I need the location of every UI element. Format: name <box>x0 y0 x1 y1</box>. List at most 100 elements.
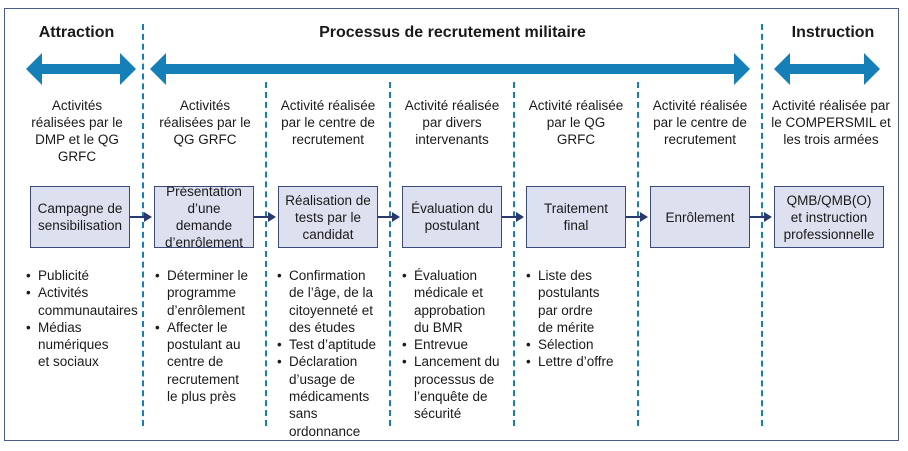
column-separator-2 <box>389 82 391 426</box>
list-item: Test d’aptitude <box>277 336 389 354</box>
step-line: Traitement <box>543 201 609 216</box>
bullet-line: sécurité <box>414 406 462 422</box>
connector-arrow-icon <box>502 212 524 222</box>
bullet-line: postulants <box>538 285 600 301</box>
bullet-line: Déclaration <box>289 354 358 370</box>
bullet-line: citoyenneté et <box>289 302 374 318</box>
actor-line: les trois armées <box>783 132 879 147</box>
actor-label-4: Activité réalisée par divers intervenant… <box>392 97 512 148</box>
actor-label-7: Activité réalisée par le COMPERSMIL et l… <box>764 97 898 148</box>
bullet-line: Entrevue <box>414 337 469 353</box>
step-line: tests par le <box>294 209 362 225</box>
bullet-line: du BMR <box>414 319 463 335</box>
step-line: Campagne de <box>37 201 123 216</box>
step-line: candidat <box>302 226 354 242</box>
phase-title-attraction: Attraction <box>38 24 115 41</box>
connector-arrow-icon <box>750 212 772 222</box>
actor-line: réalisées par le <box>31 115 123 130</box>
bullet-line: Médias <box>38 319 82 335</box>
phase-title-process: Processus de recrutement militaire <box>319 24 586 41</box>
bullet-line: centre de <box>167 354 224 370</box>
bullet-line: Sélection <box>538 337 594 353</box>
bullet-line: numériques <box>38 337 109 353</box>
actor-line: par le centre de <box>653 115 747 130</box>
bullet-line: l’enquête de <box>414 389 488 405</box>
actor-label-5: Activité réalisée par le QG GRFC <box>516 97 636 148</box>
actor-line: GRFC <box>556 132 596 147</box>
actor-line: recrutement <box>291 132 365 147</box>
actor-label-1: Activités réalisées par le DMP et le QG … <box>14 97 140 165</box>
step-box-enrolement: Enrôlement <box>650 186 750 248</box>
connector-arrow-icon <box>130 212 152 222</box>
bullet-line: communautaires <box>38 302 138 318</box>
actor-label-3: Activité réalisée par le centre de recru… <box>268 97 388 148</box>
bullet-line: postulant au <box>167 337 241 353</box>
bullet-line: Confirmation <box>289 268 366 283</box>
connector-arrow-icon <box>626 212 648 222</box>
step-box-campagne: Campagne de sensibilisation <box>30 186 130 248</box>
actor-line: Activités <box>51 98 103 113</box>
bullet-line: Lancement du <box>414 354 500 370</box>
bullet-line: sans ordonnance <box>289 406 361 439</box>
bullet-line: des études <box>289 319 356 335</box>
bullet-line: approbation <box>414 302 486 318</box>
actor-label-6: Activité réalisée par le centre de recru… <box>640 97 760 148</box>
column-separator-3 <box>513 82 515 426</box>
bullet-line: le plus près <box>167 389 237 405</box>
actor-line: Activité réalisée <box>404 98 500 113</box>
bullet-line: médicaments <box>289 389 370 405</box>
bullet-line: Liste des <box>538 268 593 283</box>
step-line: d’enrôlement <box>164 235 244 250</box>
actor-line: GRFC <box>57 149 97 164</box>
phase-title-instruction: Instruction <box>791 24 875 41</box>
actor-line: Activité réalisée <box>280 98 376 113</box>
bullet-line: programme <box>167 285 237 301</box>
bullet-line: processus de <box>414 371 495 387</box>
phase-separator-1 <box>142 24 144 426</box>
step-line: sensibilisation <box>37 218 123 233</box>
bullet-line: Lettre d’offre <box>538 354 614 370</box>
actor-label-2: Activités réalisées par le QG GRFC <box>146 97 264 148</box>
process-arrow-icon <box>150 53 750 85</box>
step-line: d’une demande <box>175 201 233 233</box>
column-separator-1 <box>265 82 267 426</box>
phase-separator-2 <box>761 24 763 426</box>
column-separator-4 <box>637 82 639 426</box>
bullet-line: Publicité <box>38 268 90 283</box>
actor-line: Activité réalisée par <box>772 98 890 113</box>
connector-arrow-icon <box>254 212 276 222</box>
actor-line: par le centre de <box>281 115 375 130</box>
actor-line: QG GRFC <box>173 132 237 147</box>
instruction-double-arrow-icon <box>774 53 880 85</box>
actor-line: par le QG <box>546 115 606 130</box>
connector-arrow-icon <box>378 212 400 222</box>
actor-line: Activité réalisée <box>652 98 748 113</box>
bullet-line: par ordre <box>538 302 593 318</box>
step-line: postulant <box>424 218 480 233</box>
attraction-double-arrow-icon <box>26 53 136 85</box>
list-item: Publicité <box>26 267 144 285</box>
actor-line: par divers <box>422 115 482 130</box>
step-line: professionnelle <box>783 226 875 242</box>
step-line: Présentation <box>166 184 242 199</box>
actor-line: le COMPERSMIL et <box>771 115 891 130</box>
step-line: Évaluation du <box>411 201 493 216</box>
bullet-line: recrutement <box>167 371 240 387</box>
bullet-line: Test d’aptitude <box>289 337 377 353</box>
actor-line: Activités <box>179 98 231 113</box>
